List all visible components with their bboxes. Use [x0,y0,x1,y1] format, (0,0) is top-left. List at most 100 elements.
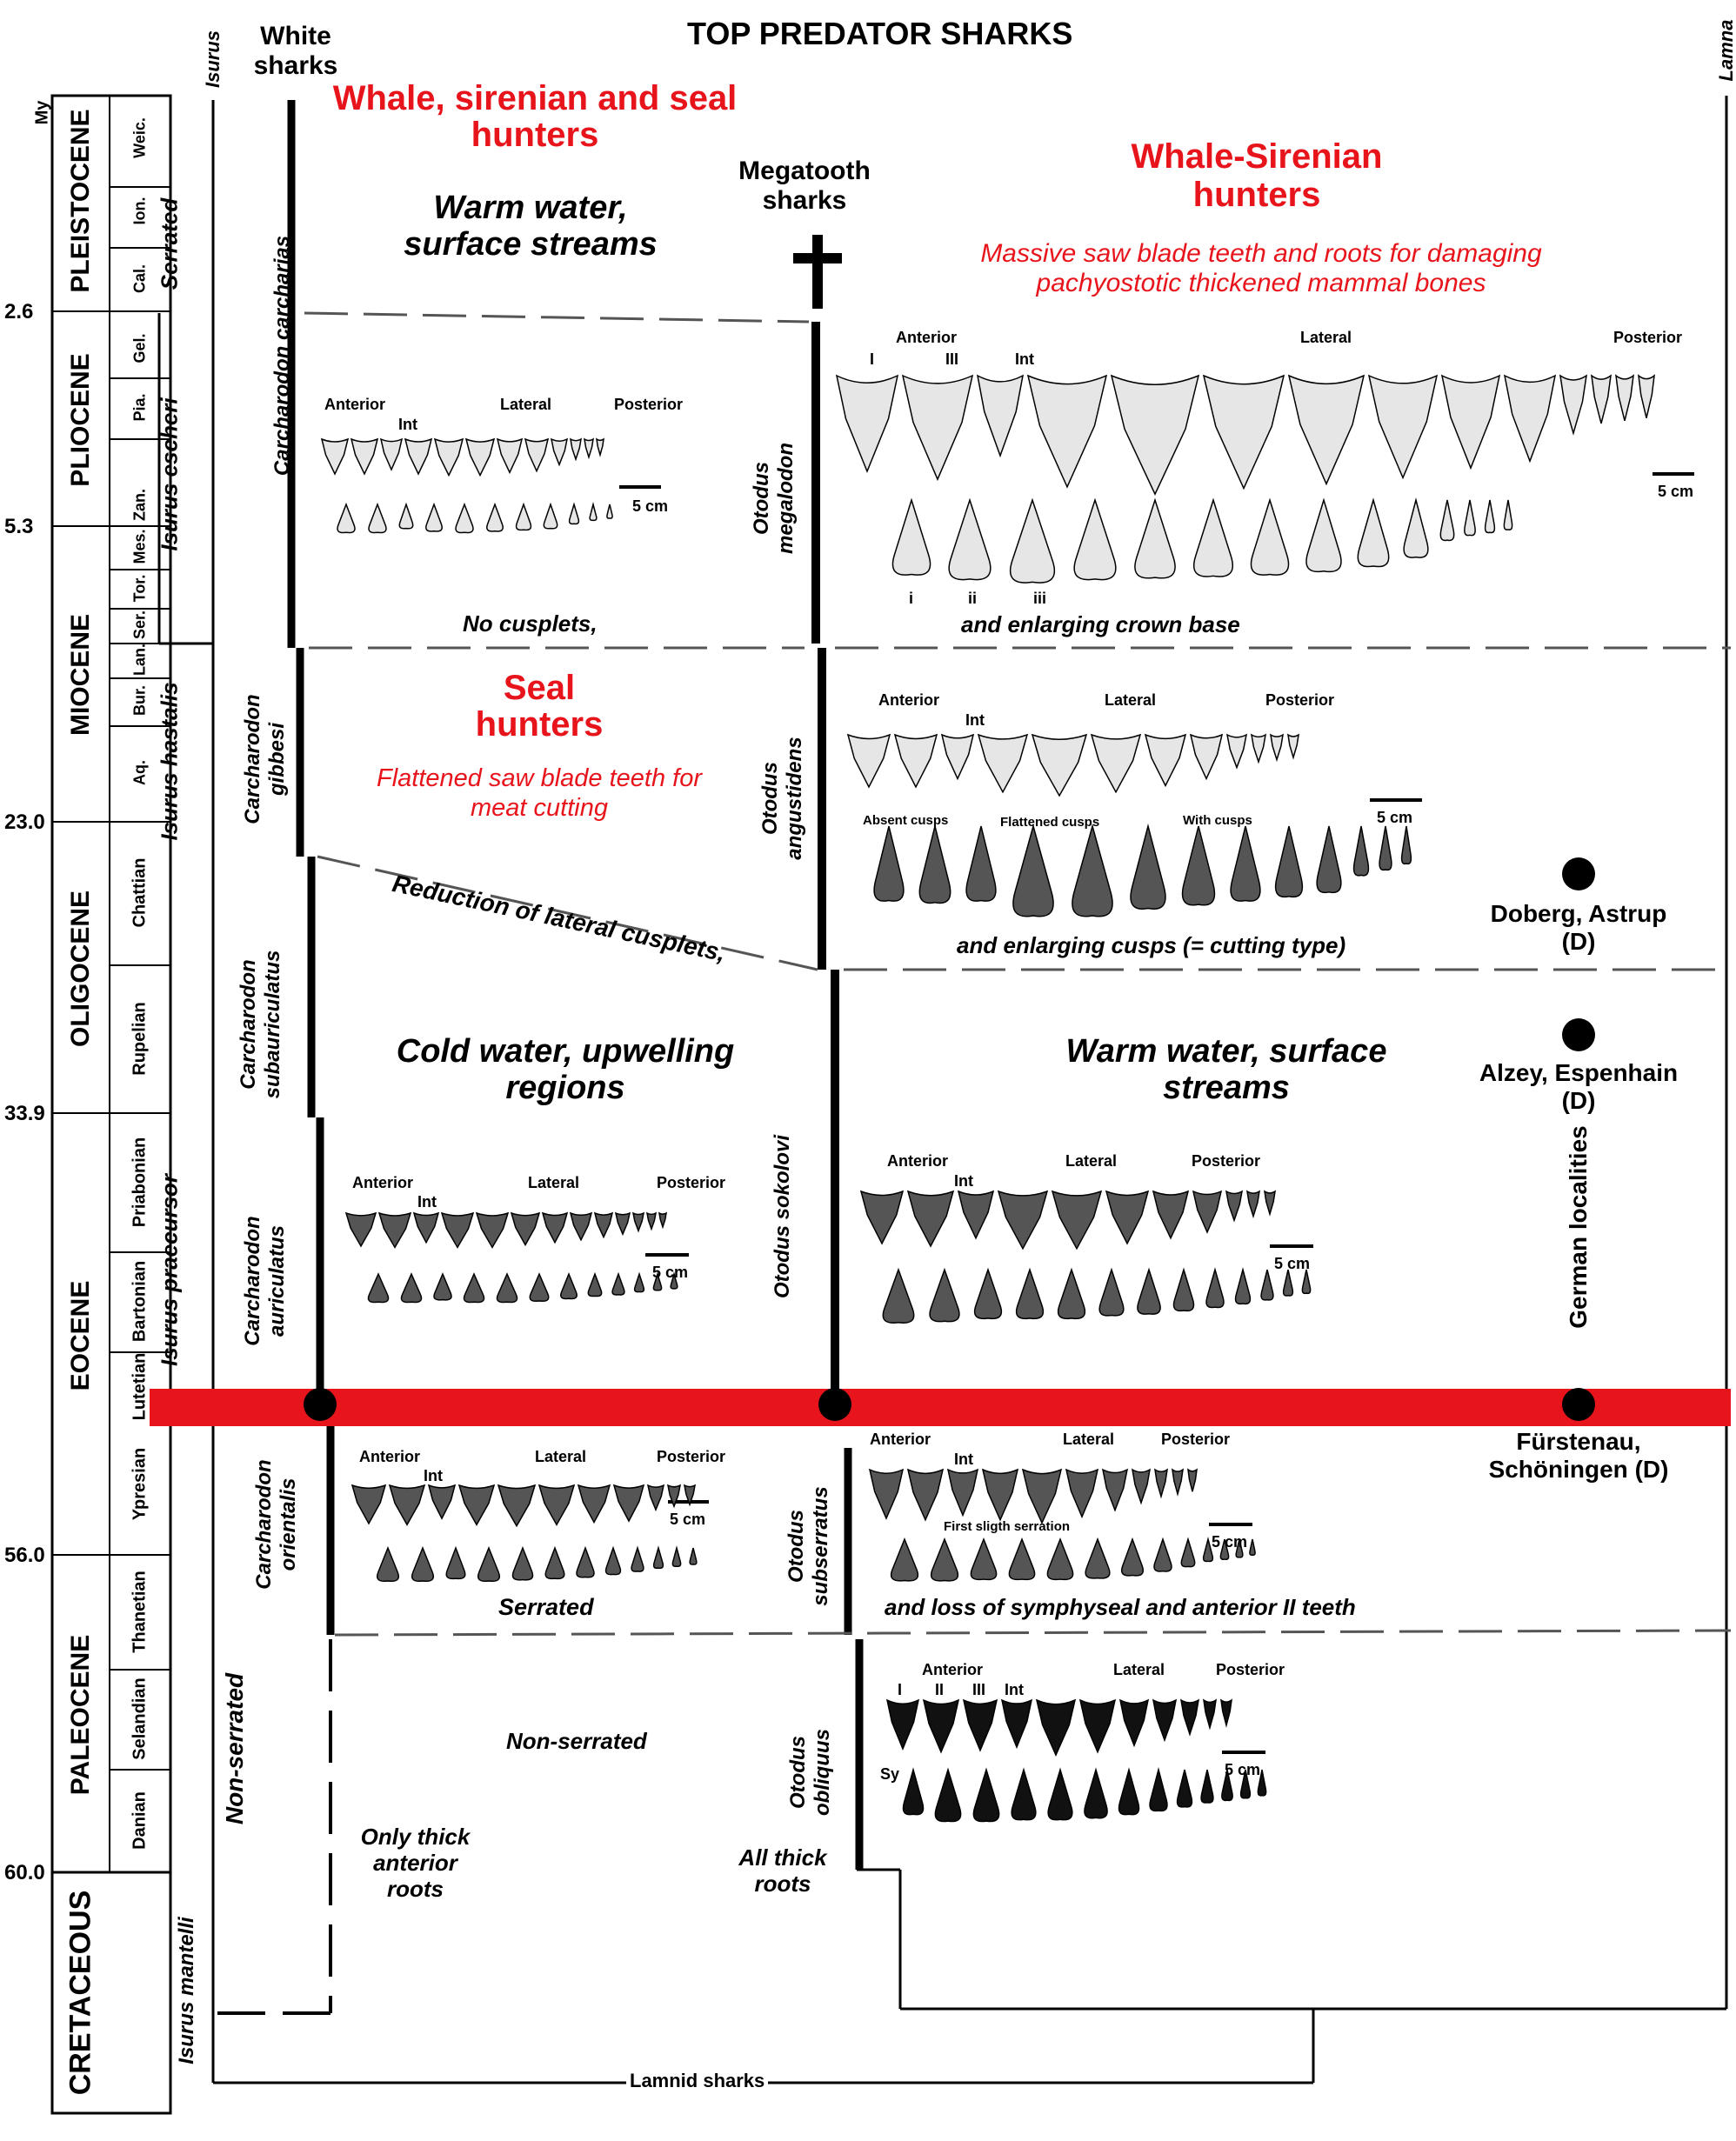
tooth-group-label: Posterior [1265,691,1335,709]
tooth-shape [962,1698,998,1752]
stage-label: Ypresian [130,1447,150,1521]
tooth-shape [977,733,1029,794]
tooth-shape [350,437,379,476]
tooth-group-label: Posterior [614,396,684,413]
tooth-group-label: Posterior [1613,329,1683,346]
tooth-shape [973,1267,1003,1320]
environment-label: Warm water, surface streams [1065,1033,1387,1106]
tooth-shape [1225,1190,1244,1223]
tooth-shape [611,1271,625,1296]
tooth-shape [1130,824,1166,910]
isurus-label: Isurus [202,30,224,89]
tooth-shape [1046,1537,1074,1581]
tooth-shape [1439,499,1455,542]
tooth-shape [1220,1698,1232,1728]
tooth-group-label: Anterior [359,1448,421,1465]
tooth-shape [671,1545,682,1568]
epoch-label: EOCENE [66,1280,95,1391]
tooth-position-label: Sy [880,1765,900,1783]
tooth-shape [890,1537,919,1582]
tooth-shape [633,1271,645,1293]
otodus-species-label: Otodus sokolovi [771,1135,794,1299]
tooth-shape [1187,1468,1198,1492]
tooth-shape [1305,497,1342,573]
tooth-shape [612,1484,645,1523]
tooth-group-label: Anterior [922,1661,984,1678]
tooth-shape [1301,1269,1312,1295]
isurus-species-label: Isurus mantelli [175,1917,198,2064]
tooth-position-label: Int [1015,350,1034,368]
tooth-shape [1144,733,1187,788]
tooth-group-label: Lateral [1063,1431,1115,1448]
tooth-shape [940,733,975,781]
tooth-shape [1137,1267,1161,1315]
tooth-shape [412,1211,440,1244]
tooth-shape [1072,824,1113,917]
tooth-shape [1153,1537,1172,1572]
tooth-shape [946,1468,979,1517]
epoch-label: OLIGOCENE [66,890,95,1048]
tooth-shape [1176,1769,1193,1808]
age-label: 56.0 [4,1544,45,1567]
locality-label: Alzey, Espenhain (D) [1479,1059,1679,1114]
tooth-shape [529,1272,550,1302]
tooth-shape [589,502,598,522]
my-unit-label: My [32,100,52,125]
scale-label: 5 cm [1274,1255,1311,1272]
age-label: 23.0 [4,810,45,834]
epoch-label: PLEISTOCENE [66,109,95,293]
isurus-species-label: Isurus escheri [156,397,183,551]
tooth-shape [972,1767,1000,1823]
tooth-shape [1134,497,1176,579]
tooth-shape [496,1272,518,1304]
tooth-shape [1172,1267,1195,1312]
tooth-shape [550,437,569,467]
localities-column-label: German localities [1565,1125,1592,1329]
tooth-shape [1239,1769,1252,1799]
tooth-shape [645,1211,658,1231]
tooth-shape [596,437,604,457]
tooth-shape [1192,497,1234,577]
stage-label: Rupelian [130,1002,150,1076]
tooth-shape [1203,1698,1217,1731]
tooth-shape [433,1272,452,1301]
tooth-shape [377,1211,412,1249]
epoch-label: PALEOCENE [66,1634,95,1796]
tooth-shape [976,374,1025,458]
otodus-species-label: Otodus obliquus [786,1729,834,1816]
otodus-species-label: Otodus angustidens [758,737,806,860]
tooth-shape [1287,374,1365,486]
locality-label: Fürstenau, Schöningen (D) [1488,1428,1669,1483]
tooth-shape [464,437,496,477]
tooth-shape [1154,1468,1168,1499]
tooth-shape [445,1545,466,1580]
tooth-shape [1057,1267,1086,1320]
tooth-group-label: Lateral [1105,691,1157,709]
tooth-shape [846,733,891,789]
stage-label: Priabonian [130,1137,150,1228]
tooth-position-label: Int [954,1451,973,1468]
tooth-shape [440,1211,475,1249]
tooth-shape [606,504,613,519]
seal-hunters-heading: Seal hunters [475,669,604,744]
tooth-shape [1638,374,1655,418]
tooth-shape [1065,1468,1099,1519]
tooth-shape [1615,374,1634,422]
tooth-position-label: II [935,1681,945,1698]
tooth-shape [934,1767,962,1823]
tooth-shape [929,1267,960,1323]
tooth-position-label: Int [965,711,985,729]
age-label: 60.0 [4,1861,45,1884]
tooth-shape [893,733,938,789]
tooth-shape [652,1545,664,1570]
tooth-shape [1009,497,1056,584]
tooth-shape [425,502,443,532]
tooth-shape [901,374,974,482]
stage-label: Pia. [130,393,149,422]
lamna-label: Lamna [1715,19,1736,82]
tooth-shape [568,502,580,525]
isurus-species-label: Non-serrated [221,1672,248,1825]
tooth-shape [1192,1190,1223,1234]
tooth-shape [1316,825,1342,894]
tooth-shape [337,502,356,534]
